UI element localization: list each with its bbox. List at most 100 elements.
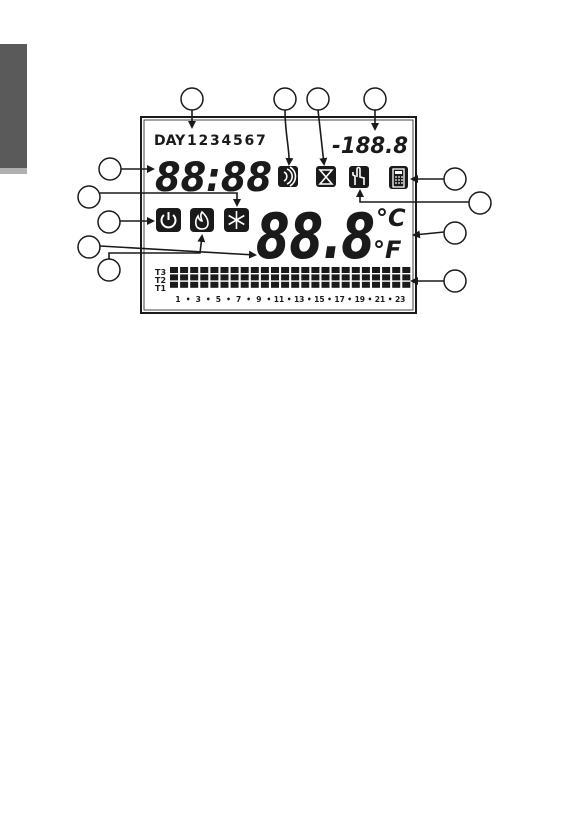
callout-power <box>98 211 120 233</box>
program-cell <box>251 267 259 273</box>
callout-signal <box>274 88 296 110</box>
program-cell <box>180 274 188 280</box>
hour-tick: 7 <box>236 295 241 304</box>
program-cell <box>382 267 390 273</box>
program-cell <box>332 274 340 280</box>
temperature-display: 88.8 <box>256 200 375 273</box>
program-cell <box>281 274 289 280</box>
program-cell <box>261 274 269 280</box>
program-cell <box>221 274 229 280</box>
program-cell <box>402 274 410 280</box>
hour-tick: 13 <box>294 295 304 304</box>
program-cell <box>402 267 410 273</box>
program-cell <box>322 267 330 273</box>
program-cell <box>332 282 340 288</box>
program-cell <box>322 282 330 288</box>
power-icon <box>156 208 181 232</box>
clock-display: 88:88 <box>155 155 272 201</box>
program-cell <box>372 267 380 273</box>
callout-small-value <box>364 88 386 110</box>
callout-hourglass <box>307 88 329 110</box>
program-cell <box>231 282 239 288</box>
program-cell <box>210 267 218 273</box>
program-cell <box>311 274 319 280</box>
program-cell <box>190 267 198 273</box>
program-cell <box>342 267 350 273</box>
unit-celsius: °C <box>376 204 406 232</box>
program-cell <box>180 282 188 288</box>
hour-tick: • <box>287 295 292 304</box>
program-cell <box>322 274 330 280</box>
hour-tick: 3 <box>196 295 201 304</box>
hour-ticks: 1•3•5•7•9•11•13•15•17•19•21•23 <box>175 295 405 304</box>
callout-snowflake <box>78 186 100 208</box>
program-cell <box>190 282 198 288</box>
program-cell <box>221 282 229 288</box>
program-cell <box>382 282 390 288</box>
program-cell <box>241 282 249 288</box>
program-cell <box>221 267 229 273</box>
program-cell <box>271 267 279 273</box>
program-cell <box>170 282 178 288</box>
hour-tick: • <box>267 295 272 304</box>
hour-tick: 1 <box>175 295 180 304</box>
program-cell <box>342 274 350 280</box>
day-numbers: 1234567 <box>187 133 266 149</box>
callout-program-bar <box>444 270 466 292</box>
hour-tick: 11 <box>274 295 284 304</box>
hour-tick: • <box>388 295 393 304</box>
flame-icon <box>190 208 214 232</box>
callout-clock <box>99 158 121 180</box>
day-number: 5 <box>233 133 243 149</box>
callout-flame <box>98 259 120 281</box>
callout-temperature <box>78 236 100 258</box>
program-cell <box>392 282 400 288</box>
program-cell <box>281 282 289 288</box>
day-label: DAY <box>154 133 186 149</box>
hour-tick: • <box>186 295 191 304</box>
program-cell <box>261 267 269 273</box>
program-cell <box>210 282 218 288</box>
program-cell <box>231 267 239 273</box>
callout-units <box>444 222 466 244</box>
program-cell <box>362 274 370 280</box>
program-cell <box>281 267 289 273</box>
program-cell <box>301 267 309 273</box>
program-cell <box>362 267 370 273</box>
program-cell <box>342 282 350 288</box>
hour-tick: 19 <box>355 295 365 304</box>
program-cell <box>352 267 360 273</box>
program-cell <box>372 274 380 280</box>
track-label: T1 <box>155 284 166 293</box>
hour-tick: • <box>206 295 211 304</box>
program-cell <box>241 274 249 280</box>
program-cell <box>301 274 309 280</box>
program-cell <box>170 274 178 280</box>
callout-remote <box>444 168 466 190</box>
program-cell <box>392 267 400 273</box>
hour-tick: 5 <box>216 295 221 304</box>
hour-tick: 21 <box>375 295 385 304</box>
hourglass-icon <box>316 166 336 187</box>
program-cell <box>241 267 249 273</box>
hour-tick: • <box>347 295 352 304</box>
program-cell <box>352 274 360 280</box>
program-cell <box>261 282 269 288</box>
hour-tick: 15 <box>314 295 324 304</box>
day-number: 2 <box>199 133 209 149</box>
day-number: 7 <box>256 133 266 149</box>
program-cell <box>332 267 340 273</box>
program-cell <box>311 282 319 288</box>
callout-day <box>181 88 203 110</box>
program-cell <box>311 267 319 273</box>
program-cell <box>291 267 299 273</box>
snowflake-icon <box>224 208 249 232</box>
program-cell <box>210 274 218 280</box>
program-cell <box>271 282 279 288</box>
callout-hand <box>469 192 491 214</box>
day-number: 3 <box>210 133 220 149</box>
program-cell <box>180 267 188 273</box>
hour-tick: 17 <box>334 295 344 304</box>
